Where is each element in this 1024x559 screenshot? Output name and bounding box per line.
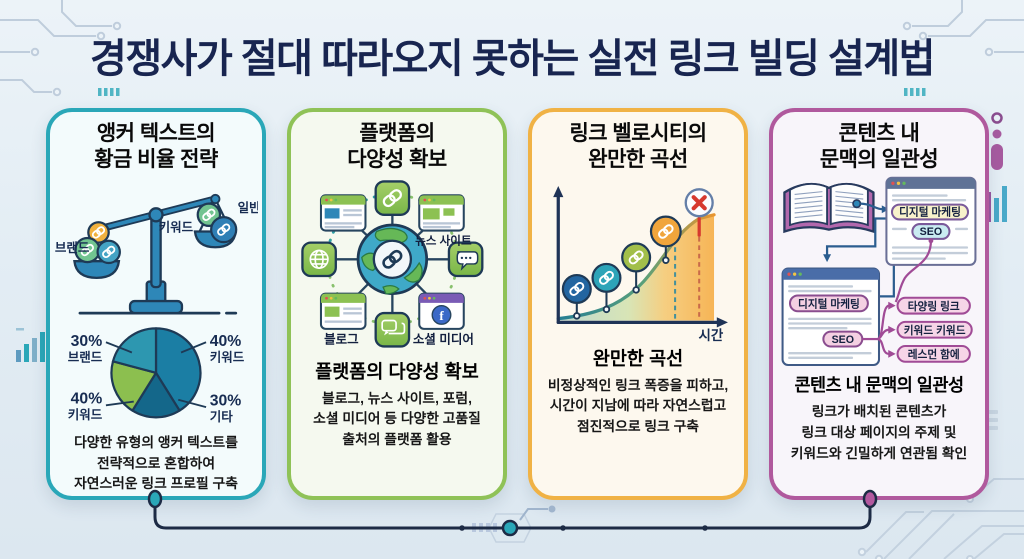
circuit-trace-decoration-top-right — [902, 0, 1024, 96]
tick-marks-decoration — [904, 88, 926, 96]
link-square-icon — [374, 180, 411, 216]
link-icon — [74, 202, 238, 265]
scale-pan-left — [73, 259, 121, 279]
blog-icon — [319, 292, 367, 330]
page-title: 경쟁사가 절대 따라오지 못하는 실전 링크 빌딩 설계법 — [90, 37, 935, 81]
seo-badge — [822, 330, 864, 348]
pie-label-name: 키워드 — [210, 350, 245, 365]
card-subtitle: 완만한 곡선 — [592, 347, 684, 369]
svg-text:f: f — [439, 308, 444, 323]
browser-window-target-page: 디지털 마케팅 SEO — [885, 176, 977, 266]
tick-marks-decoration — [98, 88, 120, 96]
pie-label-pct: 30% — [71, 333, 103, 350]
keyword-badge — [890, 203, 970, 221]
globe-illustration — [356, 223, 429, 295]
card-subtitle: 플랫폼의 다양성 확보 — [315, 360, 479, 382]
anchor-ratio-pie-chart: 30% 브랜드 40% 키워드 40% 키워드 30% 기타 — [68, 327, 245, 424]
pie-label-name: 키워드 — [68, 408, 103, 423]
context-mapping-illustration: 디지털 마케팅 SEO 디지털 마케팅 — [781, 176, 977, 366]
label-blog: 블로그 — [324, 333, 359, 347]
open-book-icon — [783, 182, 875, 234]
badge-seo: SEO — [832, 334, 855, 346]
pie-label-name: 기타 — [210, 409, 234, 424]
browser-window-icon — [319, 194, 367, 232]
x-axis-label: 시간 — [699, 327, 724, 343]
globe-icon — [301, 241, 337, 278]
pie-label-pct: 30% — [210, 393, 242, 410]
label-social-media: 소셜 미디어 — [413, 332, 474, 347]
svg-text:키워드 키워드: 키워드 키워드 — [904, 324, 966, 337]
link-marker — [561, 215, 682, 320]
pie-label-pct: 40% — [71, 391, 103, 408]
connector-node-center — [501, 519, 519, 537]
badge-seo: SEO — [920, 226, 943, 238]
chat-bubble-icon — [447, 241, 484, 278]
scale-label-keyword: 키워드 — [159, 219, 194, 234]
forum-icon — [374, 311, 411, 348]
connector-node-teal — [147, 489, 163, 509]
card-subtitle: 콘텐츠 내 문맥의 일관성 — [794, 375, 964, 396]
badge-digital-marketing: 디지털 마케팅 — [899, 206, 961, 219]
link-velocity-chart: 시간 — [553, 185, 728, 343]
svg-text:레스먼 함에: 레스먼 함에 — [908, 348, 960, 361]
facebook-icon: f — [418, 292, 465, 330]
pie-label-name: 브랜드 — [68, 350, 103, 365]
browser-window-content-page: 디지털 마케팅 SEO — [781, 267, 881, 366]
pie-label-pct: 40% — [210, 333, 242, 350]
related-keyword-pill: 타양링 링크 키워드 키워드 레스먼 함에 — [896, 296, 973, 363]
circuit-trace-decoration-bottom-right — [857, 478, 1024, 559]
scale-label-general: 일반 — [238, 200, 258, 215]
platform-hub-illustration: f 뉴스 사이트 블로그 소셜 미디어 — [301, 180, 484, 348]
balance-scale-illustration: 브랜드 키워드 일반 — [55, 193, 258, 315]
connector-node-magenta — [862, 489, 878, 509]
warning-x-icon — [684, 188, 714, 237]
news-site-icon — [418, 194, 465, 232]
svg-text:타양링 링크: 타양링 링크 — [908, 300, 960, 313]
badge-digital-marketing: 디지털 마케팅 — [798, 297, 860, 310]
label-news-site: 뉴스 사이트 — [415, 233, 472, 247]
circuit-trace-decoration-top-left — [0, 0, 122, 97]
scale-label-brand: 브랜드 — [55, 240, 90, 255]
chart-axes — [553, 185, 728, 328]
keyword-badge — [788, 294, 869, 313]
